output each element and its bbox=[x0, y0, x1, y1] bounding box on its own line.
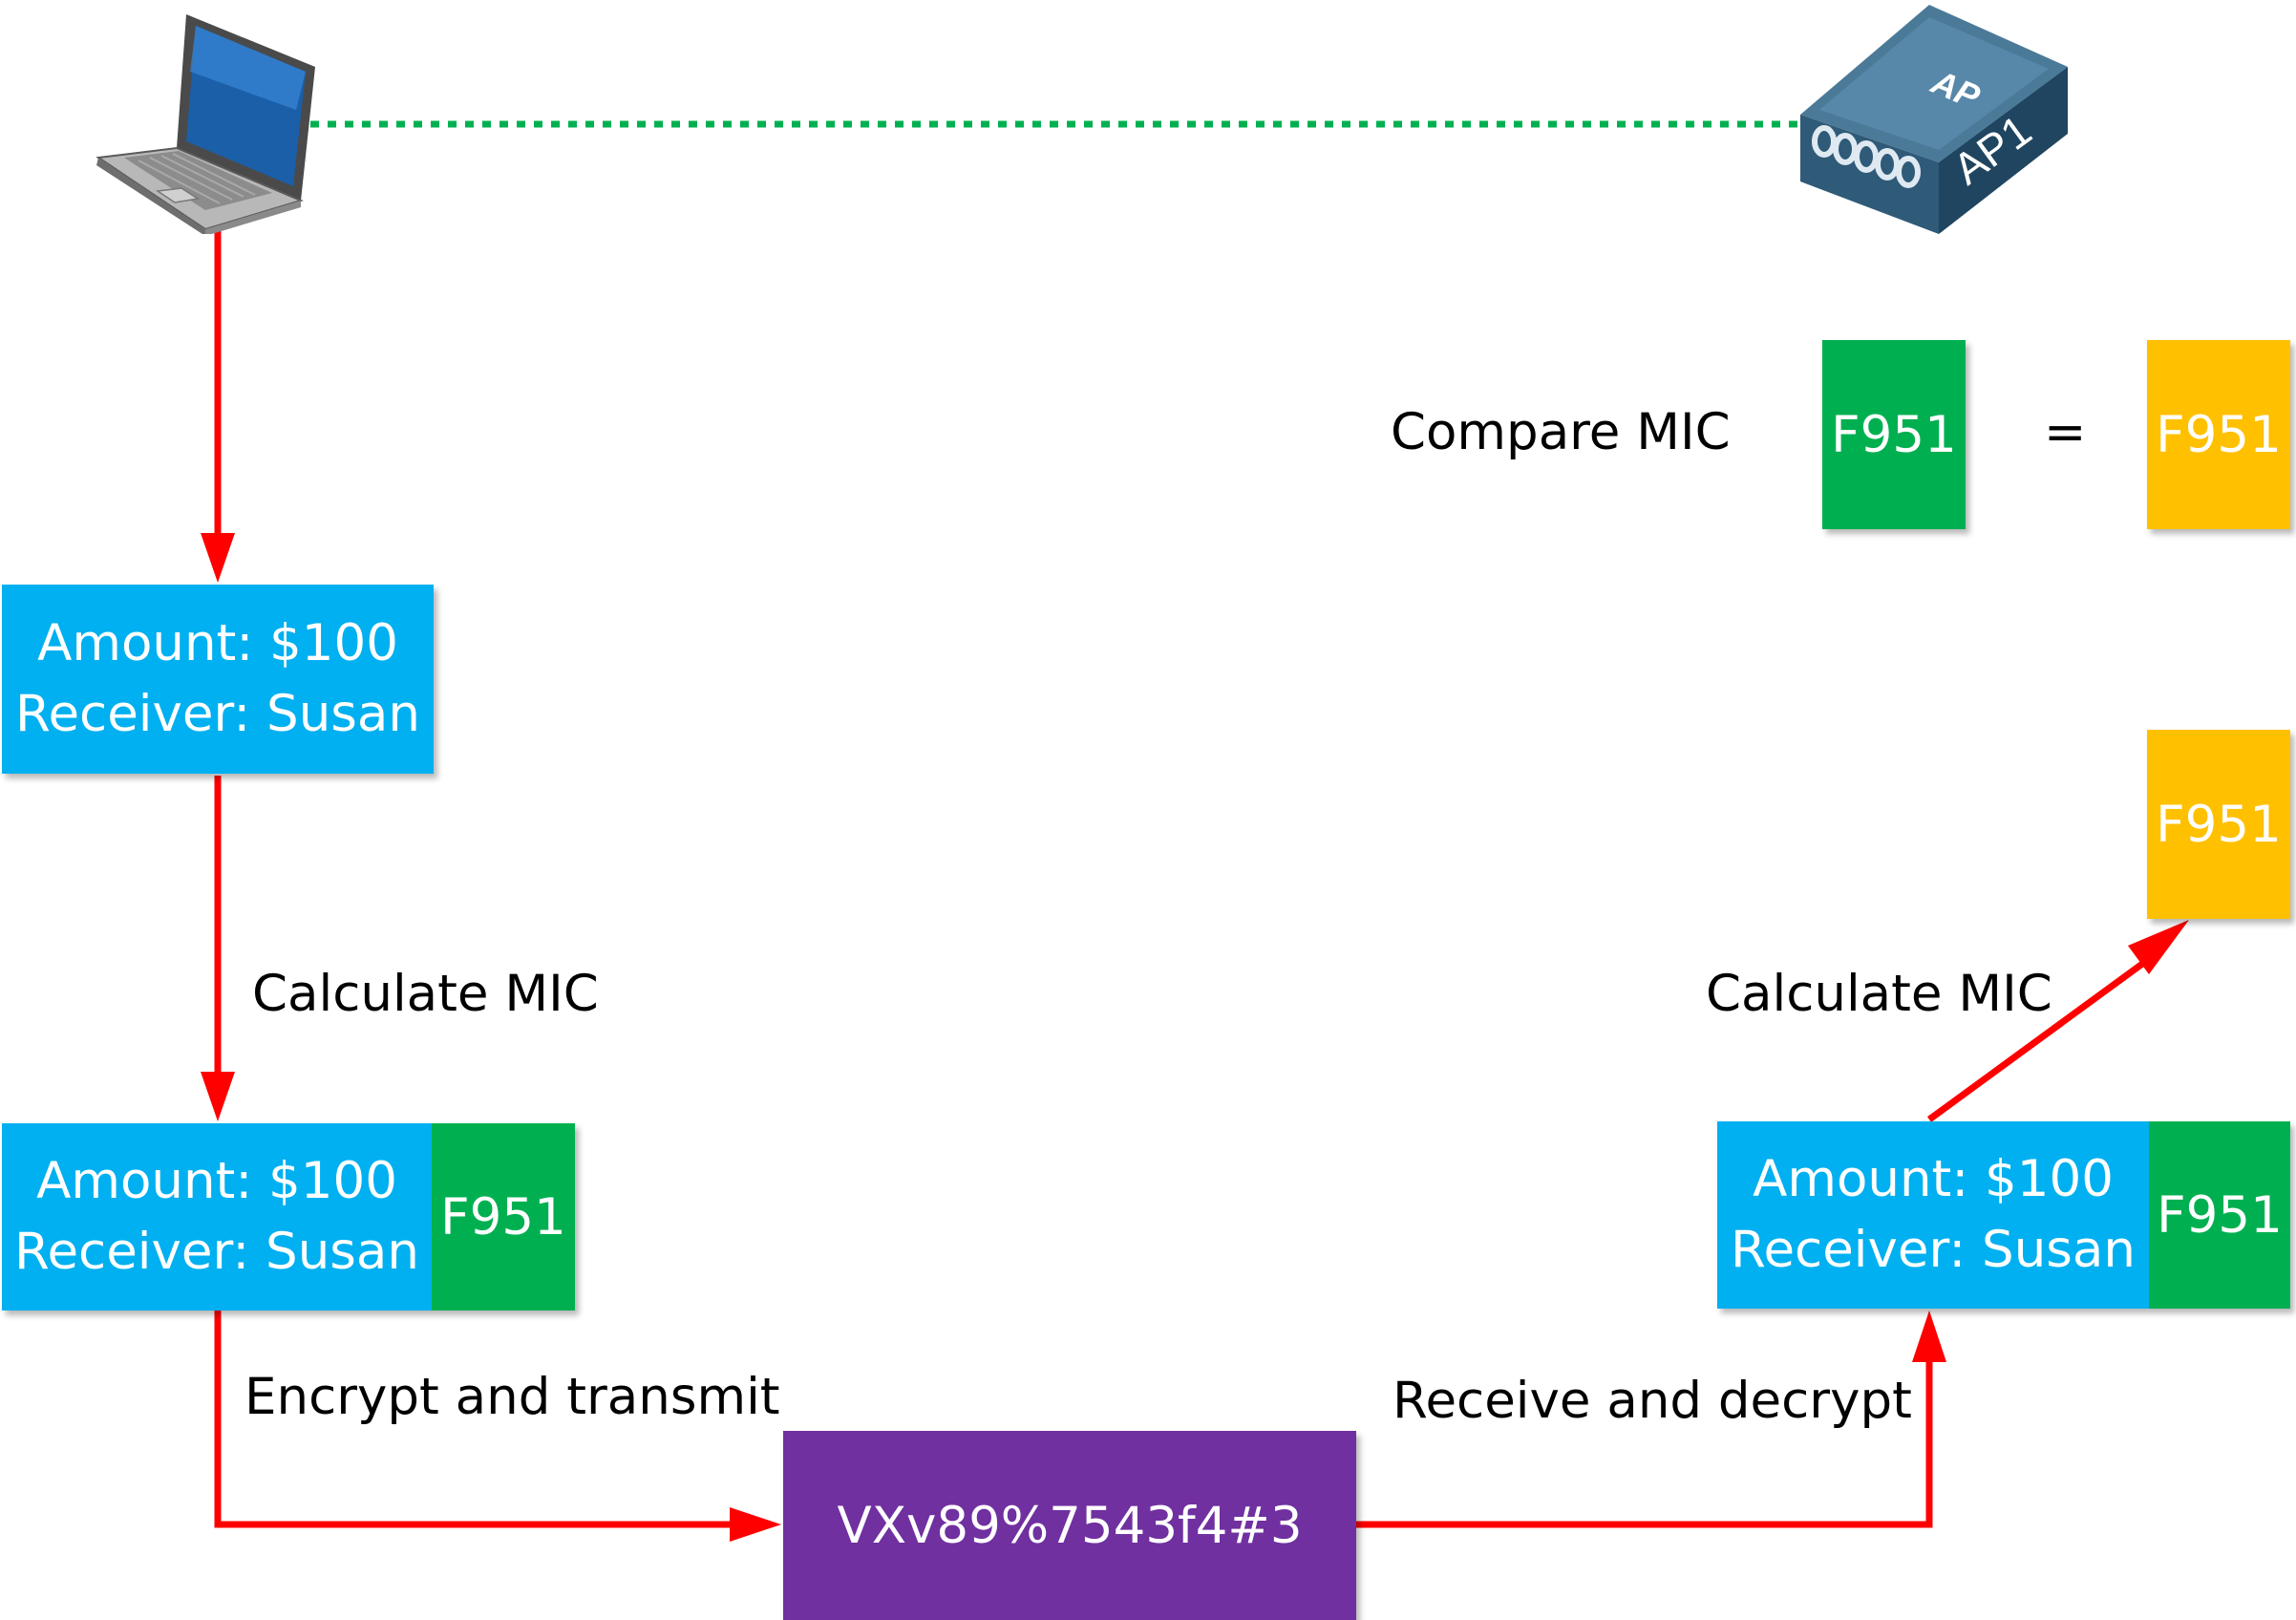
laptop-icon bbox=[91, 5, 320, 236]
receiver-calculate-mic-label: Calculate MIC bbox=[1706, 965, 2052, 1023]
access-point-icon: AP AP1 bbox=[1796, 0, 2073, 239]
receive-decrypt-label: Receive and decrypt bbox=[1392, 1372, 1912, 1430]
receiver-message-body: Amount: $100 Receiver: Susan bbox=[1717, 1121, 2149, 1309]
compare-received-mic: F951 bbox=[1822, 340, 1966, 529]
arrow-receive-decrypt bbox=[1356, 1356, 1933, 1528]
arrowhead-calculate-mic-receiver bbox=[2128, 920, 2189, 974]
sender-message-box: Amount: $100 Receiver: Susan bbox=[2, 585, 434, 774]
arrow-calculate-mic-receiver bbox=[1926, 956, 2152, 1122]
compare-mic-label: Compare MIC bbox=[1391, 403, 1731, 461]
arrowhead-laptop-to-message bbox=[201, 533, 235, 583]
ciphertext-box: VXv89%7543f4#3 bbox=[783, 1431, 1356, 1620]
receiver-mic-amount: Amount: $100 bbox=[1753, 1150, 2114, 1208]
arrowhead-encrypt-transmit bbox=[730, 1507, 781, 1542]
arrowhead-calculate-mic-sender bbox=[201, 1072, 235, 1121]
sender-mic-amount: Amount: $100 bbox=[36, 1152, 397, 1210]
sender-receiver: Receiver: Susan bbox=[15, 685, 420, 743]
sender-calculate-mic-label: Calculate MIC bbox=[252, 965, 599, 1023]
receiver-calculated-mic: F951 bbox=[2147, 730, 2290, 919]
receiver-mic-receiver: Receiver: Susan bbox=[1731, 1221, 2136, 1279]
sender-amount: Amount: $100 bbox=[37, 614, 398, 672]
arrow-encrypt-transmit bbox=[214, 1311, 735, 1528]
compare-calculated-mic: F951 bbox=[2147, 340, 2290, 529]
receiver-message-with-mic: Amount: $100 Receiver: Susan F951 bbox=[1717, 1121, 2290, 1309]
sender-mic-value: F951 bbox=[432, 1123, 575, 1311]
sender-mic-receiver: Receiver: Susan bbox=[14, 1223, 419, 1281]
receiver-mic-value: F951 bbox=[2149, 1121, 2290, 1309]
encrypt-transmit-label: Encrypt and transmit bbox=[244, 1368, 780, 1426]
compare-equals-sign: = bbox=[2044, 403, 2087, 461]
arrowhead-receive-decrypt bbox=[1912, 1311, 1946, 1362]
sender-message-with-mic: Amount: $100 Receiver: Susan F951 bbox=[2, 1123, 575, 1311]
sender-message-body: Amount: $100 Receiver: Susan bbox=[2, 1123, 432, 1311]
